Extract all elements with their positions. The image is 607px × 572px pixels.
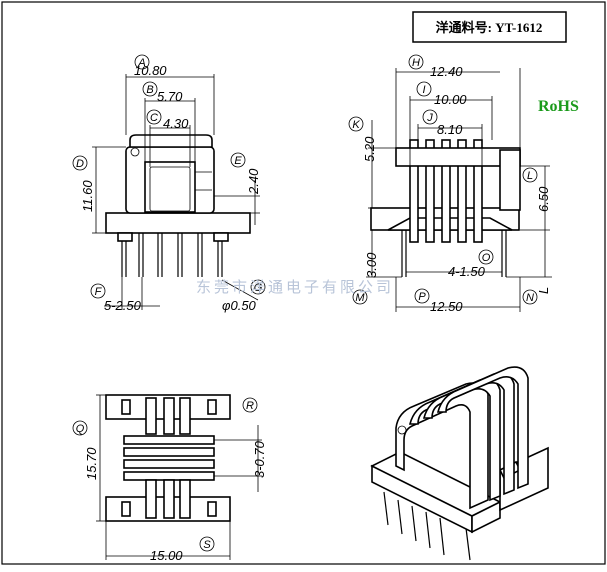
dim-f-value: 5-2.50 <box>104 298 142 313</box>
rohs-mark: RoHS <box>538 98 579 115</box>
dim-l-letter: L <box>527 170 533 182</box>
dim-q-letter: Q <box>76 423 85 435</box>
dim-k-value: 5.20 <box>362 136 377 162</box>
side-view-dimensions: H 12.40 I 10.00 J 8.10 K 5.20 L 6.50 M 3… <box>348 54 552 314</box>
dim-n-letter: N <box>526 292 534 304</box>
dim-d-letter: D <box>76 158 84 170</box>
dim-h-value: 12.40 <box>430 64 463 79</box>
dim-a-value: 10.80 <box>134 63 167 78</box>
dim-d-value: 11.60 <box>80 180 95 212</box>
side-view <box>370 139 521 277</box>
front-view-dimensions: A 10.80 B 5.70 C 4.30 D 11.60 E 2.40 F 5… <box>72 54 266 313</box>
dim-q-value: 15.70 <box>84 447 99 480</box>
dim-c-letter: C <box>150 112 158 124</box>
dim-c-value: 4.30 <box>163 116 189 131</box>
dim-i-value: 10.00 <box>434 92 467 107</box>
bottom-view-dimensions: Q 15.70 R 3-0.70 S 15.00 <box>72 394 267 563</box>
dim-p-letter: P <box>418 291 426 303</box>
dim-e-value: 2.40 <box>246 168 261 195</box>
dim-r-value: 3-0.70 <box>252 440 267 478</box>
dim-o-letter: O <box>482 252 491 264</box>
dim-i-letter: I <box>422 84 425 96</box>
dim-j-value: 8.10 <box>437 122 463 137</box>
dim-s-letter: S <box>203 539 211 551</box>
part-number-label: 洋通料号: YT-1612 <box>436 20 543 35</box>
isometric-view <box>370 366 549 561</box>
dim-a-letter: A <box>137 57 145 69</box>
front-view <box>105 134 251 277</box>
dim-m-letter: M <box>355 292 365 304</box>
bottom-view <box>105 394 231 522</box>
company-watermark: 东莞市洋通电子有限公司 <box>196 279 394 296</box>
dim-j-letter: J <box>426 112 433 124</box>
dim-r-letter: R <box>246 400 254 412</box>
dim-e-letter: E <box>234 155 242 167</box>
title-block <box>412 11 567 43</box>
dim-s-value: 15.00 <box>150 548 183 563</box>
dim-g-value: φ0.50 <box>222 298 257 313</box>
dim-f-letter: F <box>95 286 103 298</box>
dim-h-letter: H <box>412 57 420 69</box>
dim-b-value: 5.70 <box>157 89 183 104</box>
dim-l-value: 6.50 <box>536 186 551 212</box>
dim-b-letter: B <box>146 84 153 96</box>
dim-n-value: L <box>536 287 551 294</box>
dim-m-value: 3.00 <box>364 252 379 278</box>
dim-o-value: 4-1.50 <box>448 264 486 279</box>
dim-p-value: 12.50 <box>430 299 463 314</box>
dim-k-letter: K <box>352 119 360 131</box>
dim-g-letter: G <box>254 282 263 294</box>
